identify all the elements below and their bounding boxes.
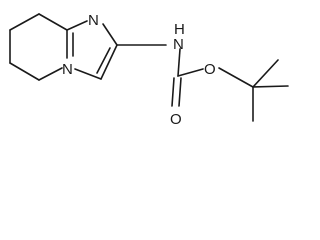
atom-labels: N N N H O O [62, 12, 216, 128]
bond-o-tbu [218, 67, 254, 88]
bond-carbonyl-o-single [177, 68, 204, 77]
bond-tbu-methyl-top [252, 59, 279, 88]
atom-n-imidazole: N [88, 12, 99, 29]
bond-c2-c3 [100, 44, 118, 80]
bond-carbonyl-o-double [178, 77, 182, 107]
bond-n1-c2 [102, 23, 118, 46]
bond-carbonyl-o-double-inner [171, 77, 175, 107]
bond-c8a-n1 [66, 20, 88, 31]
molecule-diagram: N N N H O O [9, 12, 289, 128]
bond-c3-n4 [74, 68, 102, 80]
bond-c2-c3-inner [96, 47, 111, 74]
bond-tbu-methyl-right [252, 85, 289, 88]
atom-n-bridgehead: N [62, 61, 73, 78]
bond-nh-carbonyl [177, 48, 181, 77]
bond-c8-c7 [9, 13, 40, 31]
bond-c8-c8a [38, 13, 68, 31]
bond-layer [9, 13, 289, 122]
bond-c6-c5 [9, 62, 40, 81]
atom-n-carbamate: N [173, 36, 184, 53]
atom-o-carbonyl: O [170, 111, 182, 128]
atom-o-ester: O [204, 61, 216, 78]
atom-h-carbamate: H [174, 21, 185, 38]
bond-c5-n4 [38, 67, 63, 81]
